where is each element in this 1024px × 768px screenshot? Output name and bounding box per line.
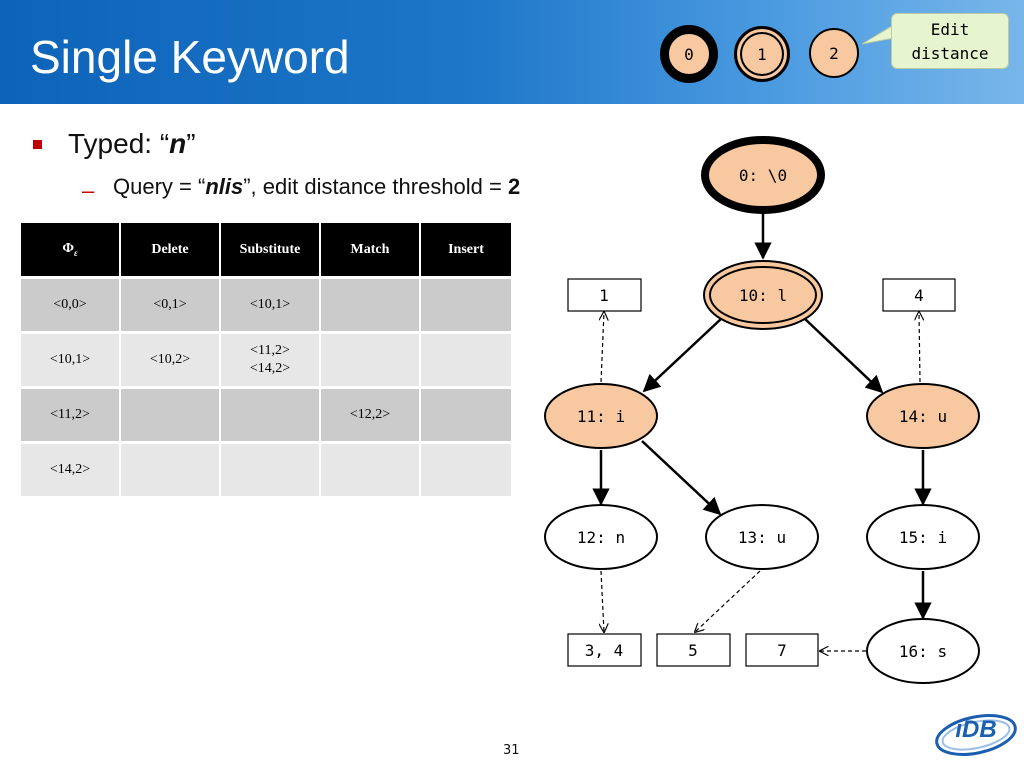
table-cell [220, 387, 321, 444]
inverted-list-1: 1 [567, 278, 642, 312]
node-label-16: 16: s [899, 642, 947, 661]
list-label-5: 5 [688, 641, 698, 660]
step-circle-1: 1 [734, 26, 790, 82]
step-circle-2: 2 [809, 28, 859, 78]
trie-node-14: 14: u [866, 383, 980, 449]
callout-line-2: distance [911, 44, 989, 63]
table-cell [120, 387, 221, 444]
step-label-2: 2 [829, 43, 839, 63]
table-cell: <14,2> [21, 442, 121, 499]
edge-12-list34 [601, 570, 604, 632]
table-cell [420, 332, 511, 389]
edge-10-11 [642, 317, 723, 393]
table-cell: <11,2> [21, 387, 121, 444]
header-phi: Φε [21, 223, 121, 279]
header-insert: Insert [420, 223, 511, 279]
table-row: <10,1> <10,2> <11,2> <14,2> [21, 332, 511, 389]
table-cell: <10,1> [21, 332, 121, 389]
idb-logo: iDB [935, 714, 1017, 756]
node-label-11: 11: i [577, 407, 625, 426]
node-label-14: 14: u [899, 407, 947, 426]
trie-node-0: 0: \0 [701, 136, 825, 214]
inverted-list-5: 5 [656, 633, 731, 667]
table-cell: <10,2> [120, 332, 221, 389]
trie-node-13: 13: u [705, 504, 819, 570]
node-label-15: 15: i [899, 528, 947, 547]
inverted-list-7: 7 [745, 633, 819, 667]
step-label-0: 0 [684, 44, 694, 64]
table-cell: <11,2> <14,2> [220, 332, 321, 389]
list-label-7: 7 [777, 641, 787, 660]
page-number: 31 [503, 743, 520, 758]
header-delete: Delete [120, 223, 221, 279]
edge-14-list4 [919, 312, 920, 383]
trie-node-11: 11: i [544, 383, 658, 449]
logo-text: iDB [955, 716, 996, 743]
header-substitute: Substitute [220, 223, 321, 279]
node-label-0: 0: \0 [739, 166, 787, 185]
list-label-1: 1 [599, 286, 609, 305]
table-row: <0,0> <0,1> <10,1> [21, 277, 511, 334]
table-cell [320, 277, 421, 334]
slide-title: Single Keyword [30, 31, 350, 83]
trie-node-12: 12: n [544, 504, 658, 570]
query-suffix: ”, edit distance threshold = [243, 174, 508, 199]
table-cell: <0,1> [120, 277, 221, 334]
typed-suffix: ” [186, 128, 196, 159]
bullet-square-icon [33, 140, 42, 149]
typed-bullet: Typed: “n” [68, 128, 196, 160]
trie-node-15: 15: i [866, 504, 980, 570]
list-label-4: 4 [914, 286, 924, 305]
table-cell: <0,0> [21, 277, 121, 334]
table-row: <14,2> [21, 442, 511, 499]
node-label-12: 12: n [577, 528, 625, 547]
query-bullet: Query = “nlis”, edit distance threshold … [113, 174, 520, 200]
node-label-13: 13: u [738, 528, 786, 547]
table-header-row: Φε Delete Substitute Match Insert [21, 223, 511, 279]
threshold-value: 2 [507, 174, 521, 199]
query-prefix: Query = “ [113, 174, 206, 199]
table-cell [420, 277, 511, 334]
table-cell [420, 442, 511, 499]
edge-11-list1 [601, 312, 604, 383]
table-cell [320, 442, 421, 499]
trie-node-10: 10: l [703, 260, 823, 330]
table-cell [320, 332, 421, 389]
table-cell [220, 442, 321, 499]
edit-operations-table: Φε Delete Substitute Match Insert <0,0> … [21, 223, 511, 499]
typed-prefix: Typed: “ [68, 128, 170, 159]
table-cell: <10,1> [220, 277, 321, 334]
sub-bullet-dash: – [82, 178, 95, 203]
step-label-1: 1 [757, 44, 767, 64]
slide-header: Single Keyword 0 1 2 Edit distance [0, 0, 1024, 104]
inverted-list-4: 4 [882, 278, 956, 312]
table-row: <11,2> <12,2> [21, 387, 511, 444]
query-word: nlis [205, 174, 244, 199]
step-circle-0: 0 [660, 25, 718, 83]
edit-distance-callout: Edit distance [891, 13, 1009, 69]
edge-10-14 [803, 317, 884, 394]
list-label-34: 3, 4 [585, 641, 624, 660]
table-cell [420, 387, 511, 444]
table-cell [120, 442, 221, 499]
header-match: Match [320, 223, 421, 279]
inverted-list-34: 3, 4 [567, 633, 642, 667]
typed-char: n [169, 128, 187, 159]
node-label-10: 10: l [739, 286, 787, 305]
callout-line-1: Edit [930, 20, 970, 39]
trie-node-16: 16: s [866, 618, 980, 684]
edge-11-13 [641, 440, 722, 516]
edge-13-list5 [695, 570, 761, 632]
table-cell: <12,2> [320, 387, 421, 444]
